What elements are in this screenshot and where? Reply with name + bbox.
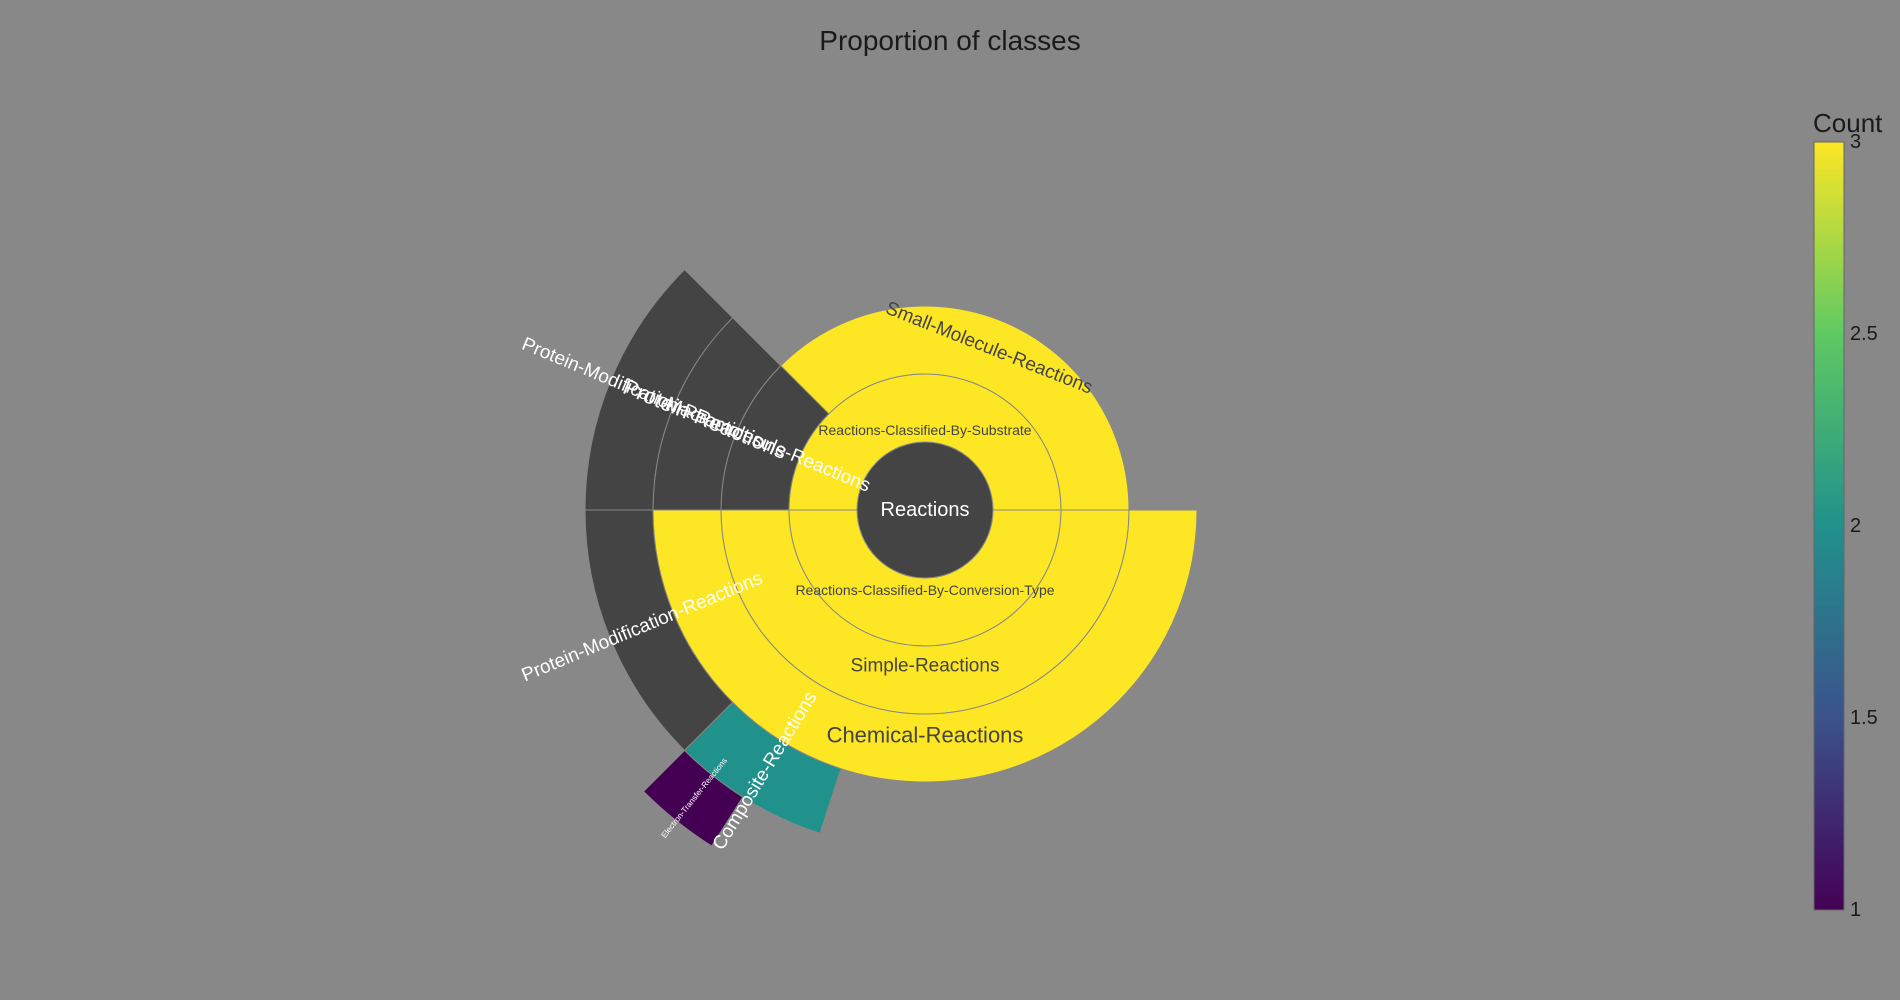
colorbar-title: Count <box>1813 108 1883 138</box>
chart-title: Proportion of classes <box>819 25 1080 56</box>
colorbar-tick-label: 1.5 <box>1850 707 1878 729</box>
colorbar: Count 1 1.5 2 2.5 3 <box>1813 108 1883 921</box>
colorbar-tick-label: 2 <box>1850 515 1861 537</box>
sunburst-segment-smr[interactable] <box>780 305 1130 511</box>
colorbar-tick-label: 1 <box>1850 899 1861 921</box>
colorbar-gradient <box>1813 141 1845 911</box>
colorbar-tick-label: 2.5 <box>1850 323 1878 345</box>
colorbar-tick-label: 3 <box>1850 131 1861 153</box>
segment-label-rcbs: Reactions-Classified-By-Substrate <box>818 422 1031 438</box>
segment-label-rcbct: Reactions-Classified-By-Conversion-Type <box>795 582 1054 598</box>
segment-label-root: Reactions <box>881 499 970 521</box>
sunburst-rings: Reactions Reactions-Classified-By-Substra… <box>519 268 1198 854</box>
colorbar-ticks: 1 1.5 2 2.5 3 <box>1850 131 1878 921</box>
segment-label-sr: Simple-Reactions <box>851 656 1000 677</box>
segment-label-chr: Chemical-Reactions <box>827 723 1024 748</box>
sunburst-segment-etr[interactable] <box>642 749 744 847</box>
